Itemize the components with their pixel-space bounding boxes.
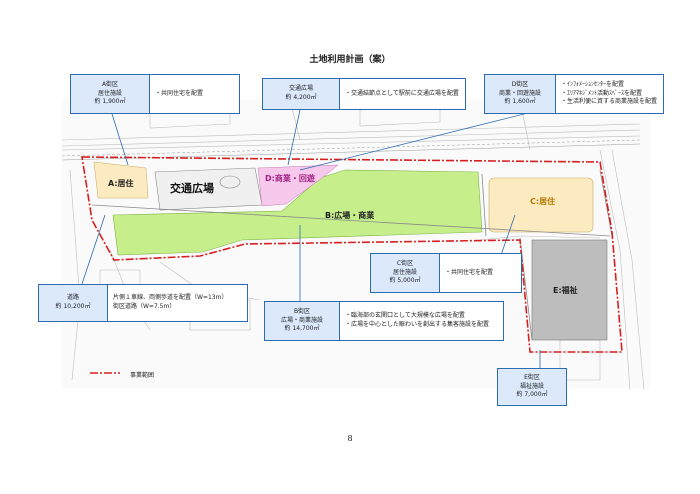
callout-d-use: 商業・回遊施設 [498,89,541,97]
zone-transit-label: 交通広場 [170,182,214,195]
callout-a-area: 約 1,900㎡ [94,98,126,106]
callout-c-note: ・共同住宅を配置 [445,268,494,276]
callout-transit-note: ・交通結節点として駅前に交通広場を配置 [345,89,459,97]
callout-b-area: 約 14,700㎡ [284,325,320,333]
callout-d-name: D街区 [511,80,529,88]
zone-d-area [257,164,339,207]
zone-a-label: A:居住 [108,179,134,188]
callout-d-note-1: ・ｲﾝﾌｫﾒｰｼｮﾝｾﾝﾀｰを配置 [561,80,625,88]
callout-a-use: 居住施設 [97,89,122,97]
legend-label: 事業範囲 [130,372,155,379]
callout-c-area: 約 5,000㎡ [389,277,421,285]
callout-e-block: E街区 福祉施設 約 7,000㎡ [497,368,567,406]
callout-e-use: 福祉施設 [519,382,544,390]
callout-b-name: B街区 [293,307,311,315]
callout-c-use: 居住施設 [392,268,417,276]
legend: 事業範囲 [90,370,154,379]
callout-c-block: C街区 居住施設 約 5,000㎡ ・共同住宅を配置 [370,253,522,293]
callout-road-block: 道路 約 10,200㎡ 片側１車線、両側歩道を配置（W=13m） 街区道路（W… [38,284,248,322]
callout-b-note-2: ・広場を中心とした賑わいを創出する集客施設を配置 [345,321,490,328]
callout-c-name: C街区 [396,259,414,267]
zone-e-label: E:福祉 [553,286,578,295]
zone-d-label: D:商業・回遊 [265,174,315,183]
callout-road-name: 道路 [66,294,79,302]
callout-transit-area: 約 4,200㎡ [285,94,317,101]
callout-a-name: A街区 [101,80,119,88]
zone-c-label: C:居住 [530,197,556,206]
callout-road-area: 約 10,200㎡ [55,303,91,310]
callout-b-block: B街区 広場・商業施設 約 14,700㎡ ・臨海部の玄関口として大規模な広場を… [264,301,504,341]
callout-d-note-3: ・生活利便に資する商業施設を配置 [561,98,658,106]
page-title: 土地利用計画（案） [309,55,391,65]
callout-b-note-1: ・臨海部の玄関口として大規模な広場を配置 [345,312,465,320]
callout-d-block: D街区 商業・回遊施設 約 1,600㎡ ・ｲﾝﾌｫﾒｰｼｮﾝｾﾝﾀｰを配置 ・… [484,74,664,114]
callout-transit-block: 交通広場 約 4,200㎡ ・交通結節点として駅前に交通広場を配置 [262,78,466,110]
callout-e-name: E街区 [524,373,540,381]
zone-a-area [93,161,149,199]
page-number: 8 [347,434,353,443]
callout-transit-name: 交通広場 [288,85,313,93]
callout-b-use: 広場・商業施設 [280,316,323,324]
callout-road-note-1: 片側１車線、両側歩道を配置（W=13m） [113,294,228,302]
leader-lines [79,109,541,372]
zone-b-label: B:広場・商業 [325,211,375,220]
zone-b-area [112,169,483,256]
callout-d-note-2: ・ｴﾘｱﾏﾈｼﾞﾒﾝﾄ活動ｽﾍﾟｰｽを配置 [561,89,643,97]
callout-road-note-2: 街区道路（W=7.5m） [113,303,176,310]
callout-a-block: A街区 居住施設 約 1,900㎡ ・共同住宅を配置 [70,74,240,114]
callout-d-area: 約 1,600㎡ [504,98,536,106]
zone-e-area [531,239,608,341]
callout-a-note: ・共同住宅を配置 [155,89,204,97]
callout-e-area: 約 7,000㎡ [516,391,548,399]
project-boundary [81,156,623,353]
